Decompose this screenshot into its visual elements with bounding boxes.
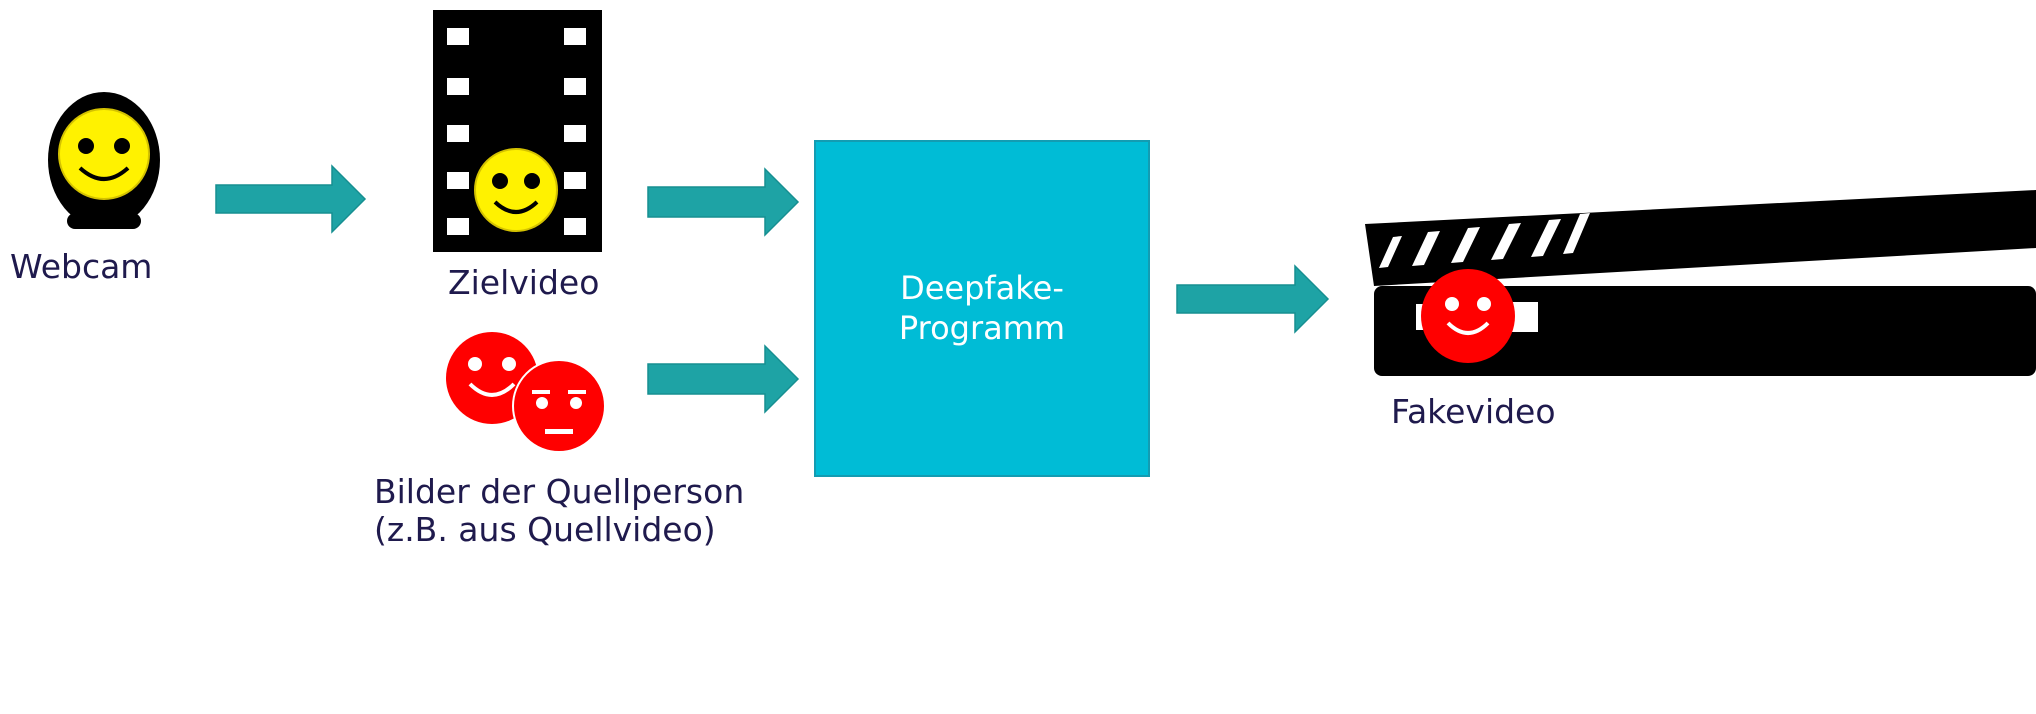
deepfake-program-label-line1: Deepfake- (900, 269, 1064, 307)
webcam-icon (48, 92, 160, 229)
deepfake-program-label: Deepfake- Programm (815, 268, 1149, 348)
fake-video-label: Fakevideo (1391, 392, 1556, 431)
source-images-label-line2: (z.B. aus Quellvideo) (374, 510, 716, 549)
arrow-target-to-program (647, 167, 800, 237)
arrow-source-to-program (647, 344, 800, 414)
arrow-webcam-to-target (215, 164, 367, 234)
webcam-label: Webcam (10, 247, 153, 286)
target-video-label: Zielvideo (448, 263, 600, 302)
deepfake-program-box (814, 140, 1150, 477)
clapperboard-icon (1365, 190, 2036, 376)
film-strip-icon (433, 10, 602, 252)
arrow-program-to-fake (1176, 264, 1330, 334)
red-faces-icon (446, 332, 606, 453)
deepfake-program-label-line2: Programm (898, 309, 1066, 347)
source-images-label-line1: Bilder der Quellperson (374, 472, 745, 511)
